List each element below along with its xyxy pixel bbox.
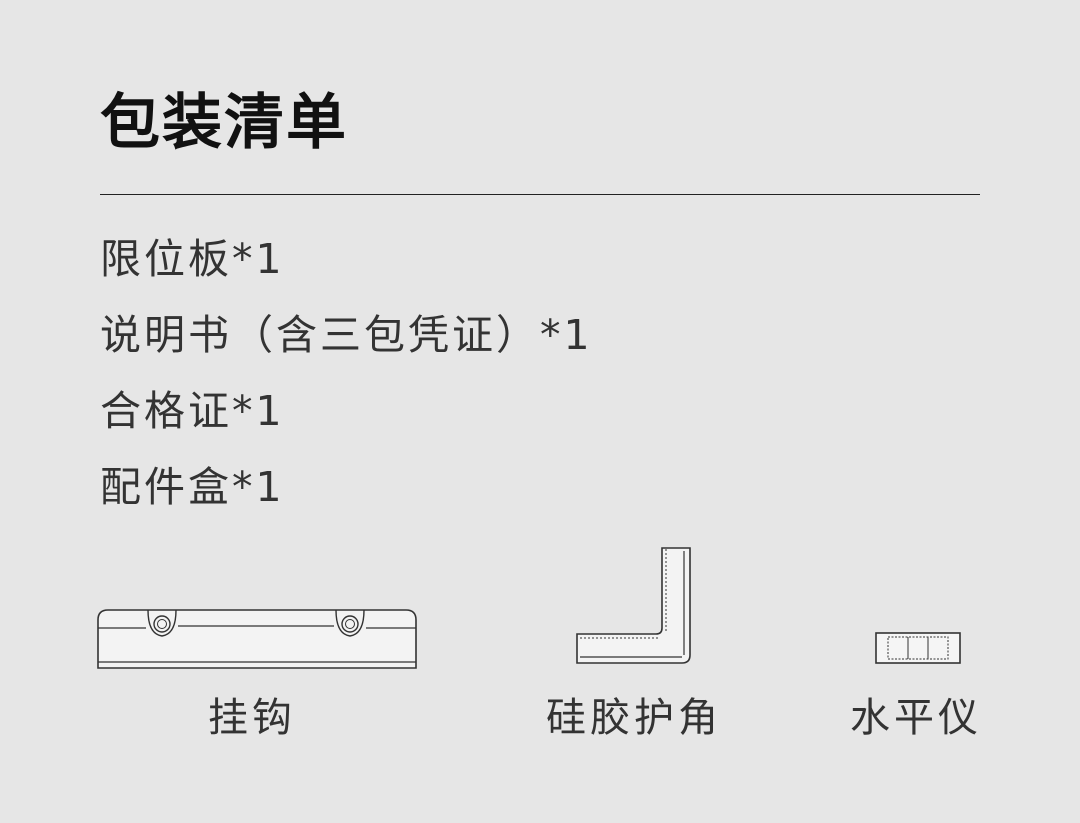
list-item: 配件盒*1	[100, 463, 285, 511]
silicone-corner-guard-icon	[574, 545, 696, 667]
package-list: 限位板*1 说明书（含三包凭证）*1 合格证*1 配件盒*1	[100, 232, 593, 536]
caption-corner-guard: 硅胶护角	[546, 695, 722, 741]
divider	[100, 194, 980, 195]
hook-bar-icon	[96, 606, 418, 672]
caption-hook: 挂钩	[208, 695, 296, 741]
page-title: 包装清单	[100, 88, 348, 158]
caption-spirit-level: 水平仪	[850, 695, 982, 741]
list-item: 限位板*1	[100, 235, 285, 283]
spirit-level-icon	[874, 631, 962, 665]
list-item: 合格证*1	[100, 387, 285, 435]
list-item: 说明书（含三包凭证）*1	[100, 311, 593, 359]
